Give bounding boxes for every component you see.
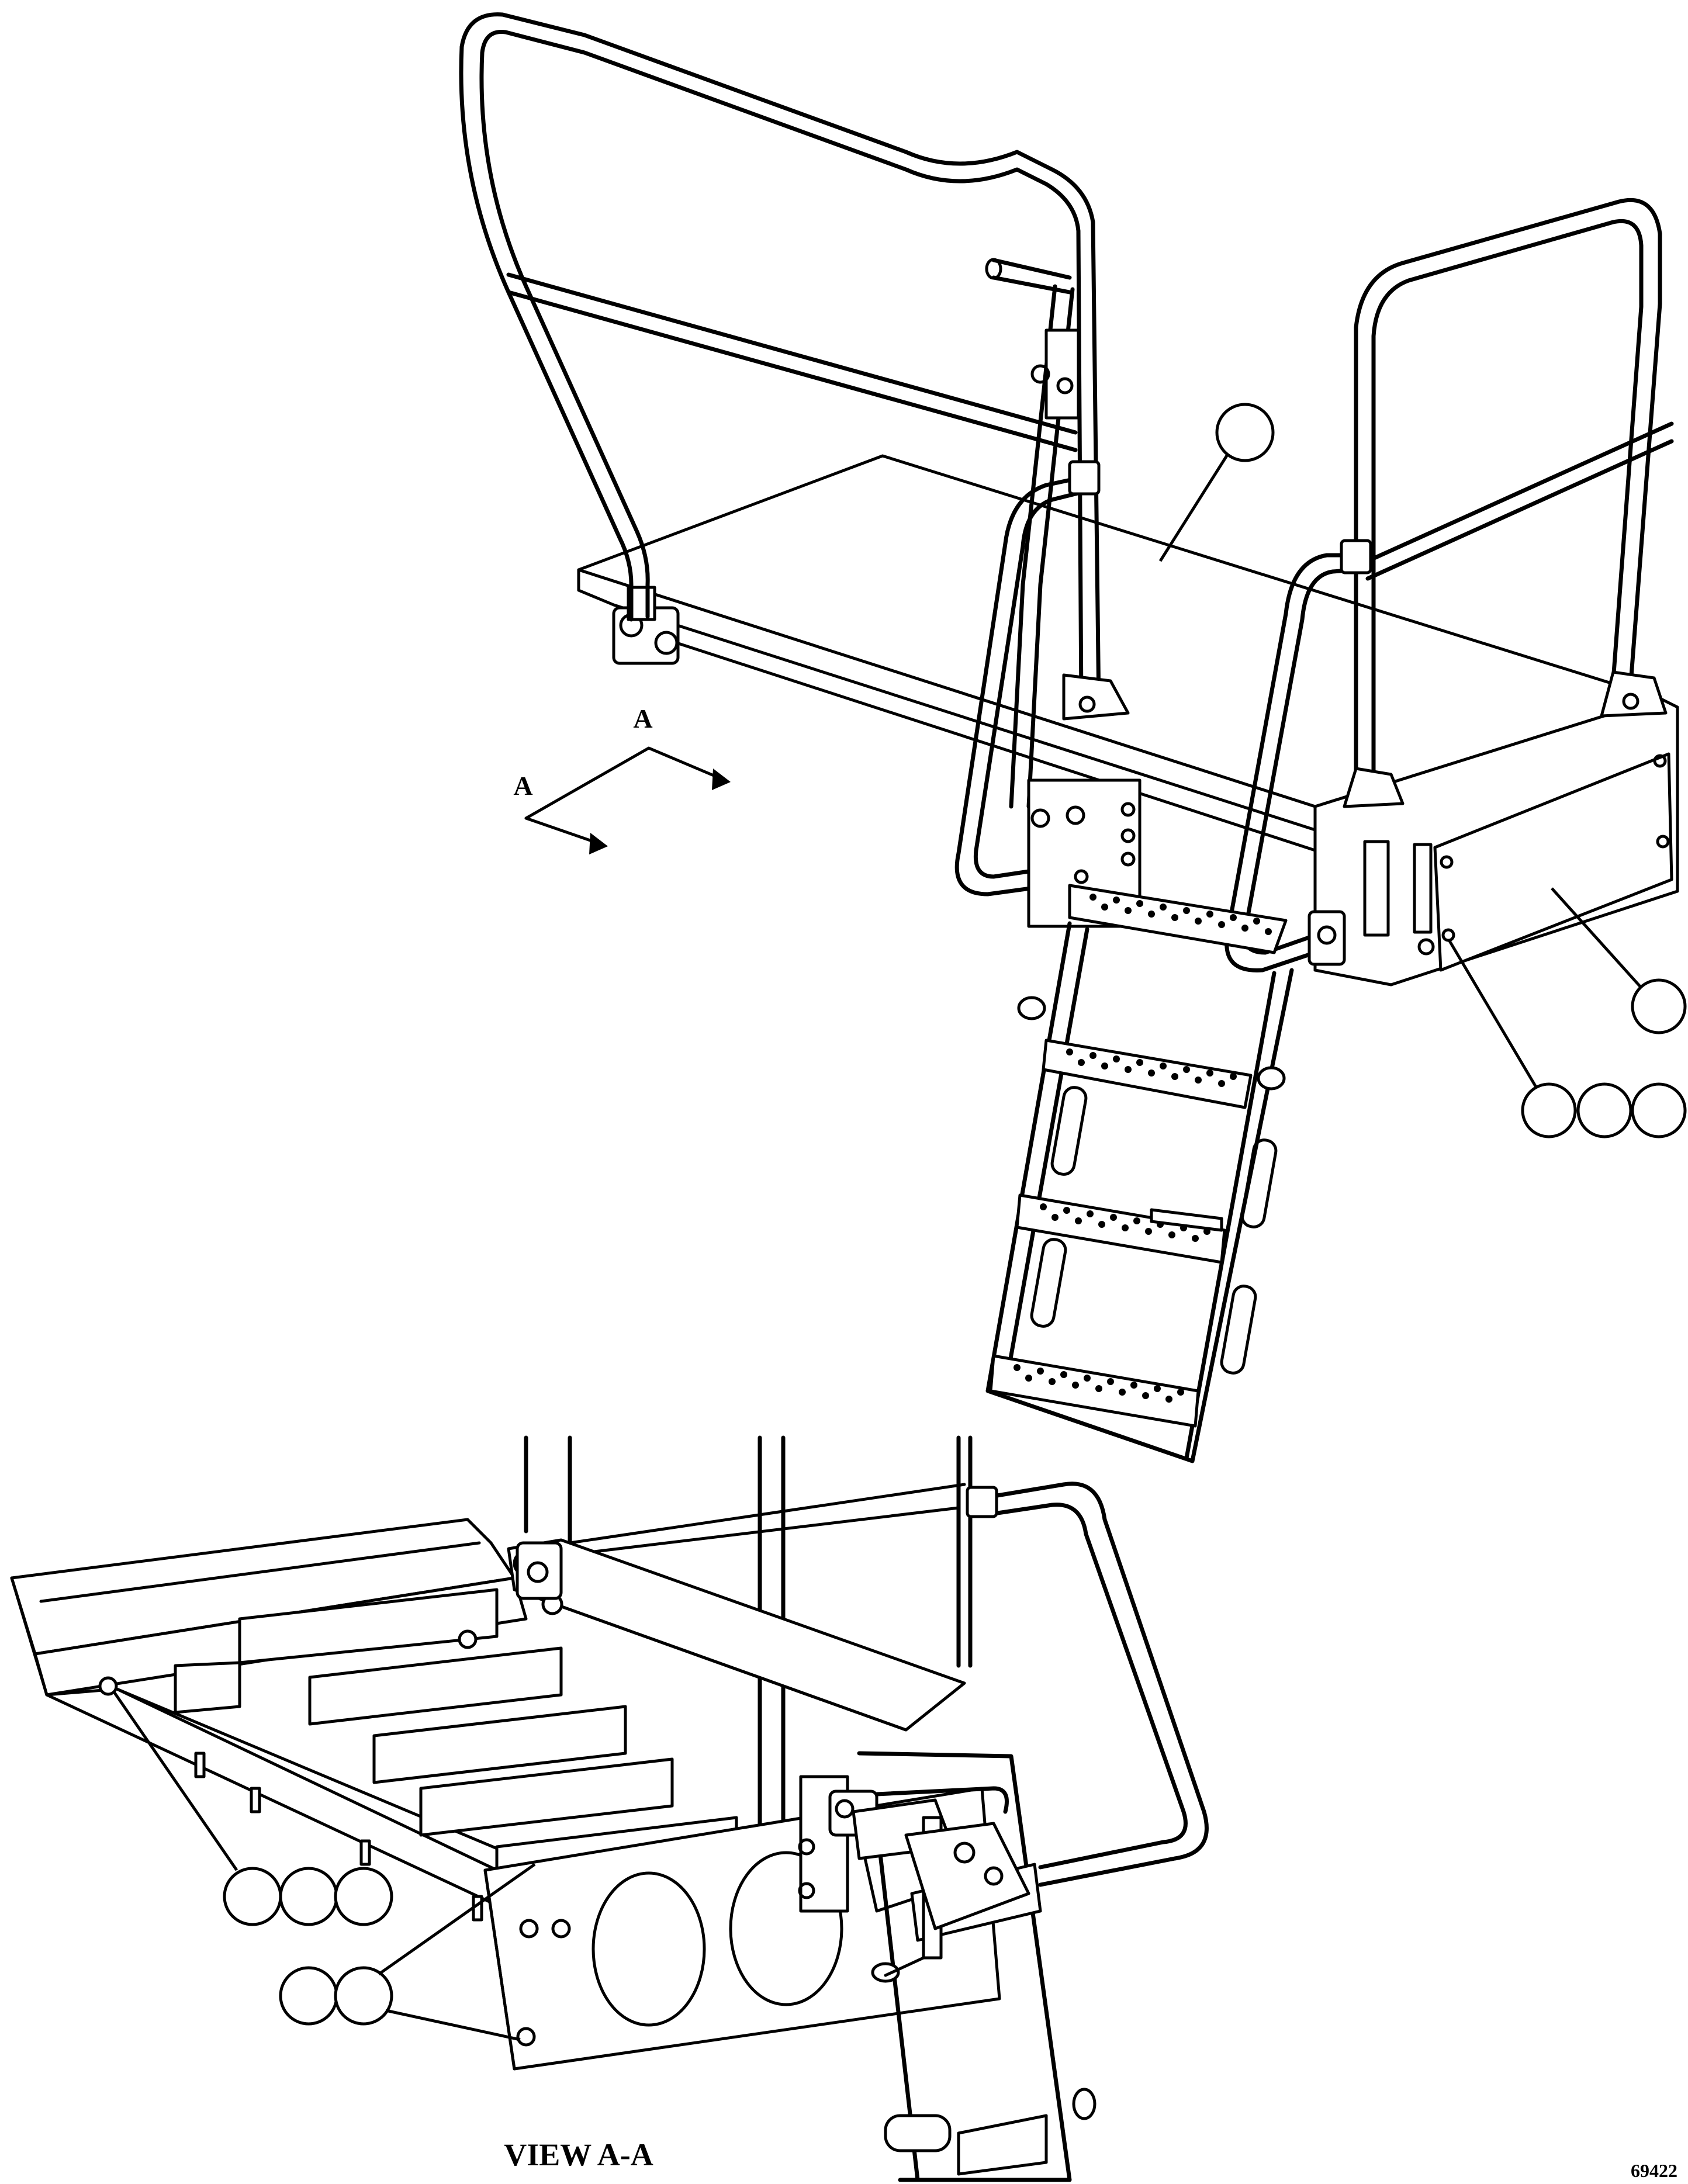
callout-bubble-end-panel (1631, 978, 1687, 1034)
end-panel-plate (1433, 752, 1673, 972)
ladder-grab-handles (954, 460, 1372, 972)
ladder-tread-3 (1015, 1193, 1226, 1264)
ladder-tread-4 (989, 1354, 1200, 1428)
section-label-a-upper: A (633, 704, 652, 733)
main-beam (507, 1538, 966, 1732)
ladder-tread-1 (1068, 884, 1288, 954)
callout-group-view-a-a-2 (279, 1863, 536, 2041)
callout-group-end-fasteners (1448, 940, 1687, 1138)
section-arrows-a-a: A A (513, 704, 731, 854)
view-a-a-underside: VIEW A-A (10, 1435, 1209, 2182)
platform-front-edge (577, 568, 1317, 832)
right-handrail (1343, 198, 1674, 808)
left-handrail (459, 12, 1130, 721)
leader-line-end-panel (1551, 887, 1642, 989)
leader-line-deck (1158, 454, 1229, 562)
view-a-a-handrail (966, 1482, 1209, 1887)
view-a-a-title: VIEW A-A (504, 2137, 653, 2172)
release-lever (985, 258, 1080, 809)
callout-bubble-deck (1215, 403, 1275, 462)
callout-group-view-a-a-1 (112, 1691, 393, 1926)
figure-number: 69422 (1631, 2160, 1677, 2181)
section-label-a-lower: A (513, 771, 532, 801)
platform-assembly-view: A A (459, 12, 1687, 1463)
ladder-tread-2 (1042, 1039, 1253, 1109)
view-a-a-latch (798, 1775, 1030, 1960)
ladder-stringers (985, 921, 1294, 1463)
